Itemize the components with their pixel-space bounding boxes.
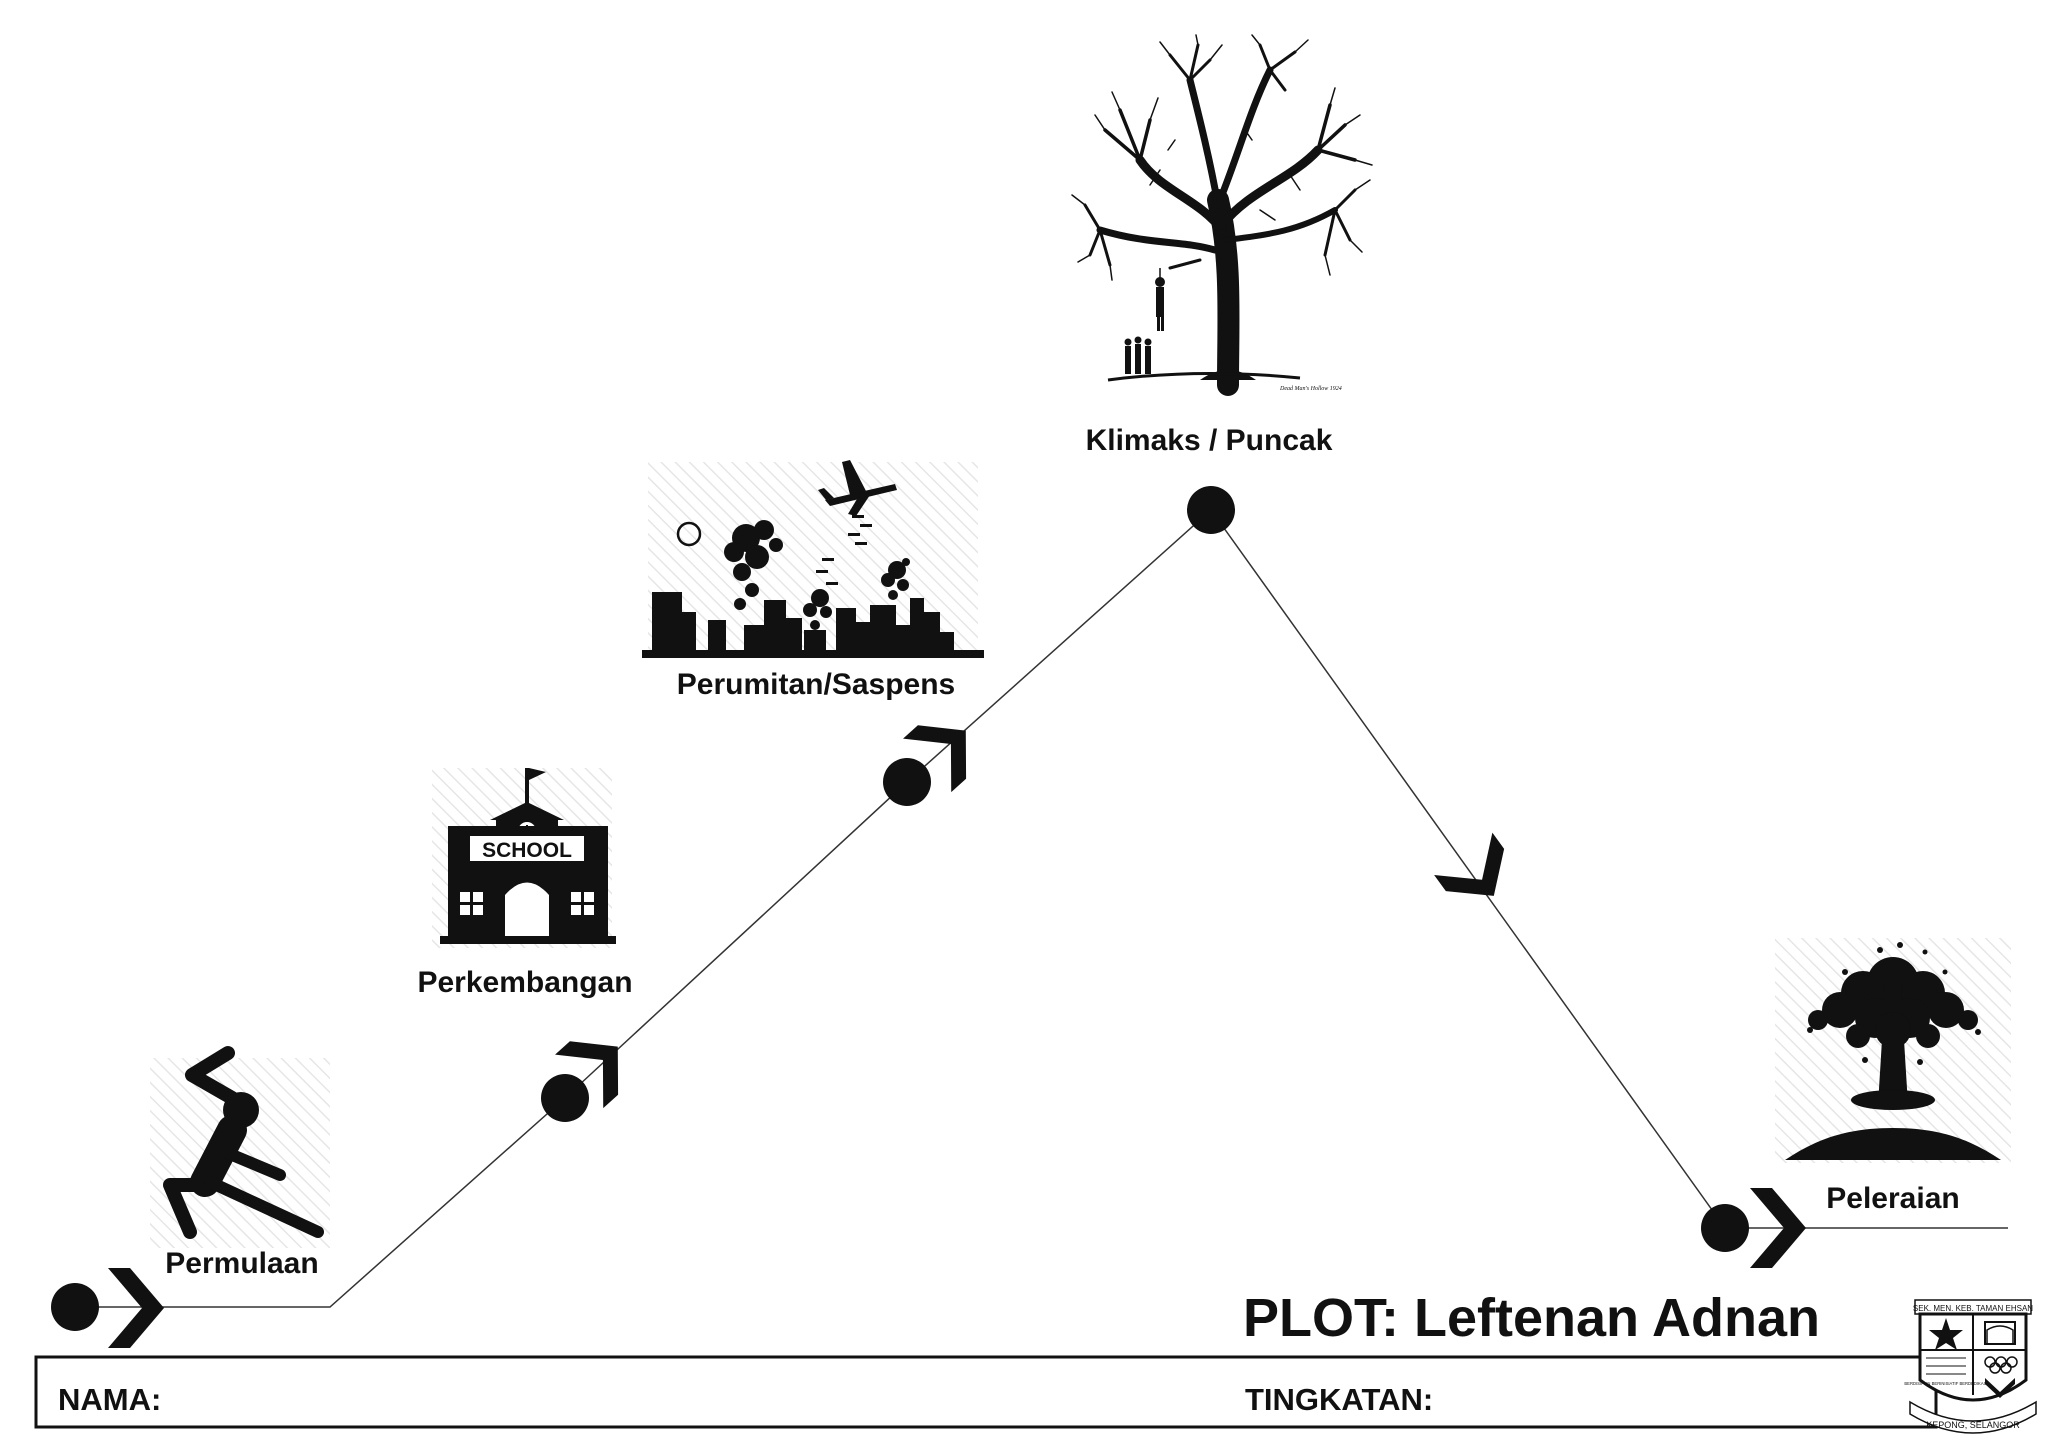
stage-label-perumitan: Perumitan/Saspens [677, 668, 955, 701]
school-building-icon: SCHOOL [432, 768, 616, 948]
airplane-icon [818, 460, 897, 516]
name-label: NAMA: [58, 1382, 161, 1417]
star-icon [1929, 1318, 1963, 1350]
plot-point-peleraian [1701, 1204, 1749, 1252]
stage-label-perkembangan: Perkembangan [417, 966, 632, 999]
chevron-right-icon [1750, 1188, 1806, 1268]
bombed-city-icon [642, 460, 984, 658]
tree-caption: Dead Man's Hollow 1924 [1279, 385, 1342, 392]
svg-text:SCHOOL: SCHOOL [482, 839, 572, 862]
plot-point-perumitan [883, 758, 931, 806]
chevron-right-icon [108, 1268, 164, 1348]
chevron-down-right-icon [1434, 832, 1505, 896]
page-title: PLOT: Leftenan Adnan [1243, 1288, 1820, 1348]
plot-point-permulaan [51, 1283, 99, 1331]
mushroom-cloud-icon [1775, 938, 2011, 1163]
plot-point-klimaks [1187, 486, 1235, 534]
hanging-tree-icon: Dead Man's Hollow 1924 [1071, 34, 1373, 396]
stage-label-klimaks: Klimaks / Puncak [1086, 424, 1333, 457]
chevron-up-right-icon [555, 1041, 619, 1109]
chevron-up-right-icon [903, 725, 967, 793]
stretching-person-icon [150, 1046, 330, 1248]
stage-label-peleraian: Peleraian [1826, 1182, 1959, 1215]
student-info-box [34, 1355, 1938, 1429]
stage-label-permulaan: Permulaan [165, 1247, 318, 1280]
plot-line [75, 508, 2008, 1308]
crest-motto: BERDISIPLIN BERINISIATIF BERDEDIKASI [1904, 1381, 1987, 1386]
class-label: TINGKATAN: [1245, 1382, 1433, 1417]
plot-point-perkembangan [541, 1074, 589, 1122]
crest-bottom-text: KEPONG, SELANGOR [1926, 1420, 2020, 1430]
school-crest-logo: SEK. MEN. KEB. TAMAN EHSAN BERDISIPLIN B… [1904, 1299, 2037, 1434]
crest-top-text: SEK. MEN. KEB. TAMAN EHSAN [1913, 1304, 2033, 1313]
